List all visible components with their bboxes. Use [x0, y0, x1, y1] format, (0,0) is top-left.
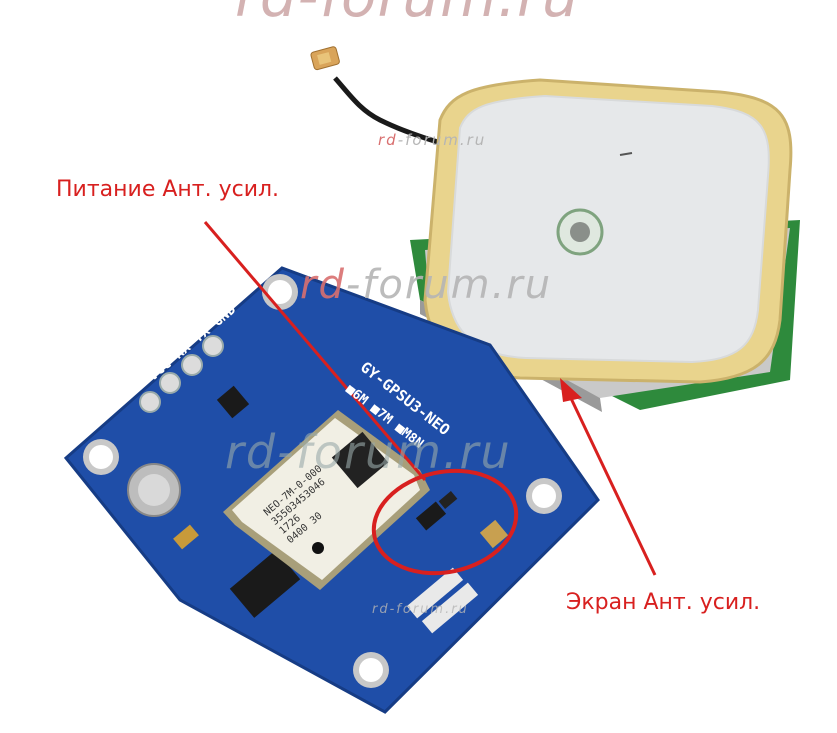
watermark-mid-rd: rd: [300, 262, 346, 308]
pointer-line-shield: [566, 391, 657, 576]
watermark-small-1-rd: rd: [378, 131, 398, 149]
watermark-small-2: rd-forum.ru: [372, 602, 469, 617]
watermark-mid: rd-forum.ru: [300, 262, 552, 308]
watermark-top: rd-forum.ru: [235, 0, 580, 30]
gps-pcb: [63, 266, 600, 714]
label-antenna-shield: Экран Ант. усил.: [566, 590, 761, 615]
pointer-line-power: [203, 221, 427, 481]
highlight-circle: [371, 468, 519, 576]
pointer-arrowhead: [560, 378, 582, 402]
label-antenna-power: Питание Ант. усил.: [56, 177, 280, 202]
watermark-board: rd-forum.ru: [225, 425, 512, 479]
patch-antenna: [410, 78, 800, 412]
watermark-small-1-rest: -forum.ru: [397, 131, 487, 149]
watermark-small-1: rd-forum.ru: [378, 131, 486, 149]
ufl-connector: [310, 46, 340, 71]
watermark-mid-rest: -forum.ru: [345, 262, 553, 308]
